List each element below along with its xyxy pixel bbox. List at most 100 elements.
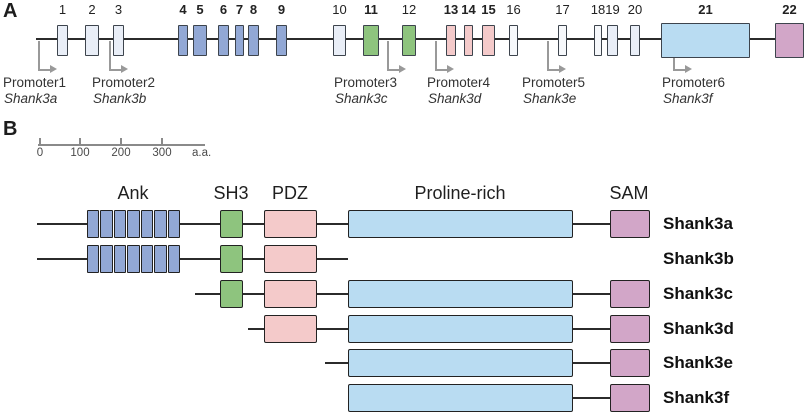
shank3d-pdz-domain xyxy=(264,315,317,343)
panel-a-label: A xyxy=(3,0,18,22)
sam-domain-header-label: SAM xyxy=(609,183,649,203)
shank3a-isoform-label: Shank3a xyxy=(663,214,733,233)
shank3f-sam-domain xyxy=(610,384,650,412)
exon-7-box xyxy=(235,25,244,56)
promoter3-arrow-shaft xyxy=(387,69,399,71)
ankyrin-repeat xyxy=(127,210,140,238)
exon-15-label: 15 xyxy=(481,2,496,17)
promoter1-arrowhead-icon xyxy=(50,65,57,73)
promoter4-arrow-stem xyxy=(435,41,437,70)
shank3d-linker-line xyxy=(248,327,264,331)
ankyrin-repeat xyxy=(87,210,100,238)
exon-14-box xyxy=(464,25,473,56)
promoter5-gene-label: Shank3e xyxy=(523,91,577,106)
shank3c-pro-domain xyxy=(348,280,573,308)
exon-21-box xyxy=(661,23,750,58)
promoter4-arrow-shaft xyxy=(435,69,447,71)
shank3d-sam-domain xyxy=(610,315,650,343)
exon-10-label: 10 xyxy=(332,2,347,17)
exon-3-box xyxy=(113,25,124,56)
exon-5-label: 5 xyxy=(196,2,204,17)
promoter6-label: Promoter6 xyxy=(662,75,726,90)
ankyrin-repeat xyxy=(127,245,140,273)
shank3a-pdz-domain xyxy=(264,210,317,238)
exon-10-box xyxy=(333,25,346,56)
shank3e-linker-line xyxy=(325,361,348,365)
exon-14-label: 14 xyxy=(461,2,476,17)
ankyrin-repeat xyxy=(113,245,127,273)
ankyrin-repeat xyxy=(154,245,167,273)
shank3e-isoform-label: Shank3e xyxy=(663,353,733,372)
shank3b-linker-line xyxy=(243,257,264,261)
promoter3-arrow-stem xyxy=(387,41,389,70)
pro-domain-header-label: Proline-rich xyxy=(414,183,506,203)
exon-12-label: 12 xyxy=(401,2,417,17)
shank3e-pro-domain xyxy=(348,349,573,377)
shank3a-linker-line xyxy=(573,222,610,226)
promoter2-label: Promoter2 xyxy=(92,75,156,90)
shank3f-linker-line xyxy=(573,396,610,400)
ankyrin-repeat xyxy=(113,210,127,238)
exon-6-box xyxy=(218,25,229,56)
exon-1-label: 1 xyxy=(58,2,67,17)
exon-15-box xyxy=(482,25,495,56)
promoter5-arrow-shaft xyxy=(547,69,559,71)
promoter4-gene-label: Shank3d xyxy=(428,91,482,106)
exon-19-box xyxy=(607,25,618,56)
scale-tick-label-0: 0 xyxy=(36,147,44,159)
exon-3-label: 3 xyxy=(114,2,123,17)
shank3c-isoform-label: Shank3c xyxy=(663,284,733,303)
shank3b-linker-line xyxy=(180,257,220,261)
exon-9-box xyxy=(276,25,287,56)
promoter4-arrowhead-icon xyxy=(447,65,454,73)
shank3d-pro-domain xyxy=(348,315,573,343)
shank3d-isoform-label: Shank3d xyxy=(663,319,734,338)
shank3f-isoform-label: Shank3f xyxy=(663,388,730,407)
ankyrin-repeat xyxy=(167,210,180,238)
exon-11-label: 11 xyxy=(364,2,378,17)
shank3a-pro-domain xyxy=(348,210,573,238)
shank3c-linker-line xyxy=(317,292,348,296)
promoter5-arrow-stem xyxy=(547,41,549,70)
scale-tick-label-100: 100 xyxy=(70,147,90,159)
exon-22-box xyxy=(775,23,804,58)
ankyrin-repeat xyxy=(100,245,113,273)
exon-5-box xyxy=(193,25,207,56)
exon-2-box xyxy=(85,25,99,56)
shank3c-pdz-domain xyxy=(264,280,317,308)
promoter3-gene-label: Shank3c xyxy=(335,91,388,106)
promoter1-label: Promoter1 xyxy=(3,75,67,90)
panel-b-label: B xyxy=(3,118,18,140)
promoter1-arrow-stem xyxy=(38,41,40,70)
promoter4-label: Promoter4 xyxy=(427,75,491,90)
exon-20-box xyxy=(630,25,640,56)
promoter2-arrowhead-icon xyxy=(121,65,128,73)
scale-tick-100 xyxy=(79,138,81,144)
shank3d-linker-line xyxy=(317,327,348,331)
exon-19-label: 19 xyxy=(605,2,620,17)
promoter1-arrow-shaft xyxy=(38,69,50,71)
scale-tick-label-300: 300 xyxy=(152,147,172,159)
shank3b-ank-domain xyxy=(87,245,180,273)
scale-unit-label: a.a. xyxy=(192,147,212,159)
promoter2-arrow-stem xyxy=(109,41,111,70)
exon-12-box xyxy=(402,25,416,56)
exon-16-box xyxy=(509,25,518,56)
exon-2-label: 2 xyxy=(88,2,96,17)
shank3c-linker-line xyxy=(573,292,610,296)
promoter6-arrow-stem xyxy=(673,58,675,70)
exon-1-box xyxy=(57,25,68,56)
promoter1-gene-label: Shank3a xyxy=(4,91,58,106)
promoter2-arrow-shaft xyxy=(109,69,121,71)
shank3d-linker-line xyxy=(573,327,610,331)
ankyrin-repeat xyxy=(140,210,154,238)
promoter6-arrow-shaft xyxy=(673,69,685,71)
exon-21-label: 21 xyxy=(698,2,713,17)
scale-bar-line xyxy=(38,144,205,146)
ankyrin-repeat xyxy=(167,245,180,273)
promoter3-label: Promoter3 xyxy=(334,75,398,90)
shank3b-sh3-domain xyxy=(220,245,243,273)
promoter3-arrowhead-icon xyxy=(399,65,406,73)
